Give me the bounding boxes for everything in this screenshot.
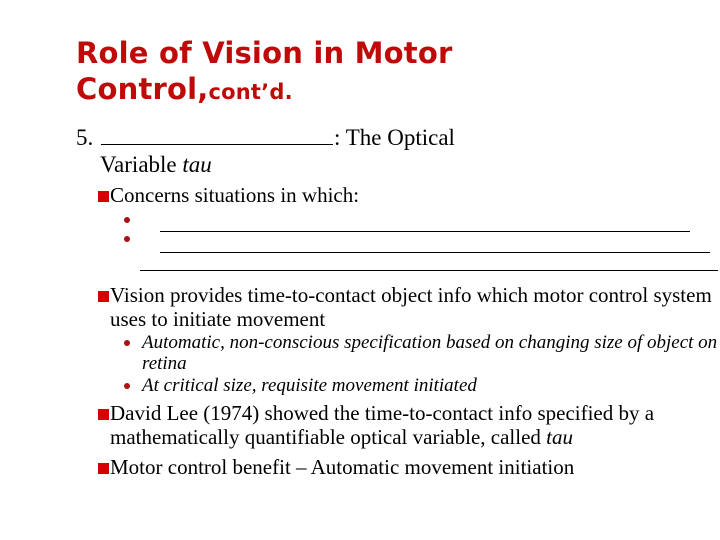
fill-in-blank-inline: [101, 126, 333, 145]
bullet-motor-control-benefit-label: Motor control benefit – Automatic moveme…: [110, 454, 575, 479]
item-5-after-blank: : The Optical: [334, 125, 455, 150]
item-number: 5.: [76, 125, 94, 150]
blank-sub-bullets-group: [76, 208, 720, 272]
dot-bullet-icon: [124, 382, 130, 389]
square-bullet-icon: [98, 191, 109, 203]
square-bullet-icon: [98, 408, 109, 420]
title-line-2: Control,cont’d.: [76, 72, 676, 108]
bullet-concerns-situations-label: Concerns situations in which:: [110, 183, 360, 208]
item-5-continuation-plain: Variable: [100, 152, 183, 178]
sub-bullet-critical-size: At critical size, requisite movement ini…: [76, 375, 720, 396]
fill-in-blank-line-2: [160, 252, 710, 254]
bullet-vision-provides-label: Vision provides time-to-contact object i…: [110, 283, 712, 332]
dot-bullet-icon: [124, 340, 130, 347]
bullet-david-lee: David Lee (1974) showed the time-to-cont…: [76, 400, 720, 450]
square-bullet-icon: [98, 462, 109, 474]
fill-in-blank-line-3: [140, 270, 718, 272]
bullet-concerns-situations: Concerns situations in which:: [76, 183, 720, 208]
slide-body: 5. : The Optical Variable tau Concerns si…: [76, 124, 720, 480]
bullet-david-lee-label: David Lee (1974) showed the time-to-cont…: [110, 400, 655, 449]
sub-bullet-automatic-specification-label: Automatic, non-conscious specification b…: [142, 332, 718, 375]
bullet-david-lee-tau: tau: [546, 424, 573, 449]
item-5-continuation-italic: tau: [182, 152, 212, 178]
sub-bullet-critical-size-label: At critical size, requisite movement ini…: [142, 374, 477, 396]
title-line-2-main: Control,: [76, 71, 209, 106]
item-5-continuation: Variable tau: [100, 151, 720, 178]
bullet-motor-control-benefit: Motor control benefit – Automatic moveme…: [76, 454, 720, 480]
square-bullet-icon: [98, 291, 109, 303]
slide-title: Role of Vision in Motor Control,cont’d.: [76, 36, 676, 107]
numbered-item-5: 5. : The Optical Variable tau: [76, 124, 720, 178]
title-line-2-contd: cont’d.: [208, 79, 293, 104]
title-line-1: Role of Vision in Motor: [76, 36, 453, 70]
dot-bullet-icon: [124, 236, 130, 243]
bullet-vision-provides: Vision provides time-to-contact object i…: [76, 283, 720, 332]
sub-bullet-automatic-specification: Automatic, non-conscious specification b…: [76, 332, 720, 375]
dot-bullet-icon: [124, 217, 130, 224]
fill-in-blank-line-1: [160, 231, 690, 233]
